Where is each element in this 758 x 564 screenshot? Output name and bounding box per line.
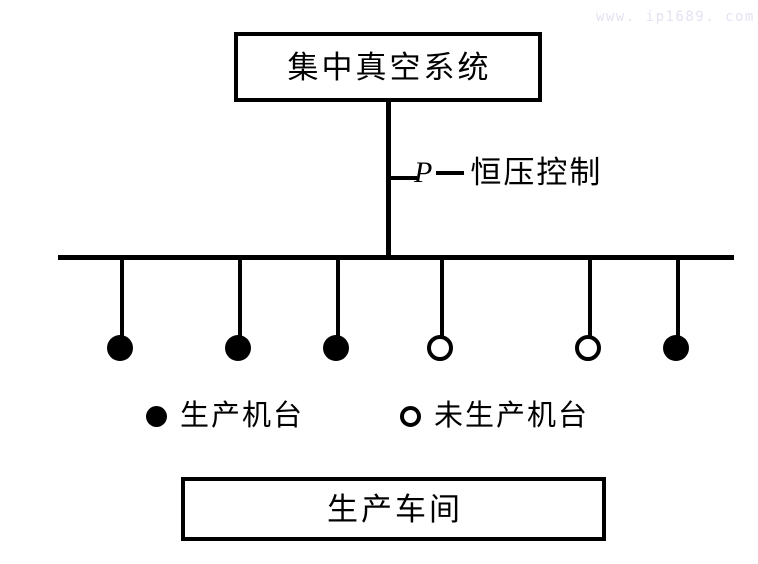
machine-marker-filled-icon [225, 335, 251, 361]
pressure-symbol: P [414, 155, 433, 189]
drop-line [336, 258, 340, 338]
machine-marker-filled-icon [663, 335, 689, 361]
machine-marker-hollow-icon [427, 335, 453, 361]
vacuum-header-pipe [58, 255, 734, 260]
centralized-vacuum-system-label: 集中真空系统 [287, 49, 492, 85]
filled-circle-icon [146, 406, 167, 427]
drop-line [120, 258, 124, 338]
machine-marker-filled-icon [107, 335, 133, 361]
legend-item-idle: 未生产机台 [400, 402, 589, 431]
drop-line [238, 258, 242, 338]
legend-label-idle: 未生产机台 [434, 400, 590, 432]
legend: 生产机台 未生产机台 [146, 402, 589, 431]
drop-line [676, 258, 680, 338]
pressure-tick-line [391, 176, 417, 180]
legend-label-producing: 生产机台 [180, 400, 305, 432]
legend-item-producing: 生产机台 [146, 402, 304, 431]
hollow-circle-icon [400, 406, 422, 427]
pressure-control-annotation: P 恒压控制 [414, 157, 602, 188]
production-workshop-label: 生产车间 [327, 491, 463, 527]
watermark-text: www. ip1689. com [596, 9, 755, 25]
pressure-dash-icon [436, 170, 465, 175]
production-workshop-box: 生产车间 [181, 477, 606, 541]
drop-line [588, 258, 592, 338]
drop-line [440, 258, 444, 338]
centralized-vacuum-system-box: 集中真空系统 [234, 32, 542, 102]
machine-marker-filled-icon [323, 335, 349, 361]
machine-marker-hollow-icon [575, 335, 601, 361]
trunk-pipe-line [386, 100, 391, 260]
pressure-control-label: 恒压控制 [470, 155, 603, 190]
